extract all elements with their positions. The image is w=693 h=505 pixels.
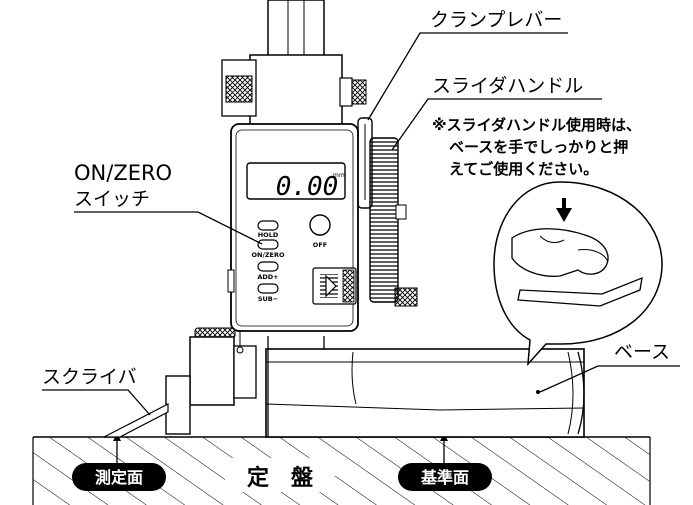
add-button-label: ADD+ [257, 273, 278, 281]
measuring-surface-label: 測定面 [95, 468, 143, 487]
reference-surface-label: 基準面 [420, 468, 469, 487]
add-button[interactable]: ADD+ [257, 261, 279, 281]
off-button[interactable]: OFF [309, 214, 331, 249]
display-reading: 0.00 [276, 172, 339, 202]
onzero-button[interactable]: ON/ZERO [251, 239, 285, 259]
scriber-clamp [103, 327, 257, 438]
hold-button-label: HOLD [258, 231, 279, 239]
sub-button[interactable]: SUB− [257, 283, 279, 303]
display-unit: mm [333, 172, 345, 179]
hand-callout [493, 181, 663, 367]
base-label: ベース [614, 341, 670, 363]
lcd-display: 0.00 mm [246, 162, 346, 202]
scriber-label: スクライバ [42, 366, 137, 388]
hold-button[interactable]: HOLD [257, 220, 279, 239]
battery-cover [312, 267, 357, 305]
clamp-lever-label: クランプレバー [430, 9, 562, 31]
side-tab [227, 269, 235, 293]
slider-body [221, 54, 367, 126]
onzero-button-label: ON/ZERO [251, 251, 284, 259]
measuring-surface-badge: 測定面 [72, 433, 166, 491]
leader-lines [42, 32, 680, 416]
base [265, 348, 585, 438]
slider-handle-label: スライダハンドル [432, 75, 583, 97]
slider-handle-wheel [369, 137, 418, 307]
off-button-label: OFF [313, 241, 327, 249]
surface-plate-label: 定 盤 [247, 465, 314, 491]
onzero-label-line-2: スイッチ [74, 188, 150, 210]
sub-button-label: SUB− [258, 295, 278, 303]
reference-surface-badge: 基準面 [398, 433, 492, 491]
note-line-3: えてご使用ください。 [449, 160, 598, 178]
note-line-2: ベースを手でしっかりと押 [449, 138, 628, 156]
onzero-label-line-1: ON/ZERO [74, 161, 172, 185]
note-line-1: ※スライダハンドル使用時は、 [432, 116, 641, 134]
